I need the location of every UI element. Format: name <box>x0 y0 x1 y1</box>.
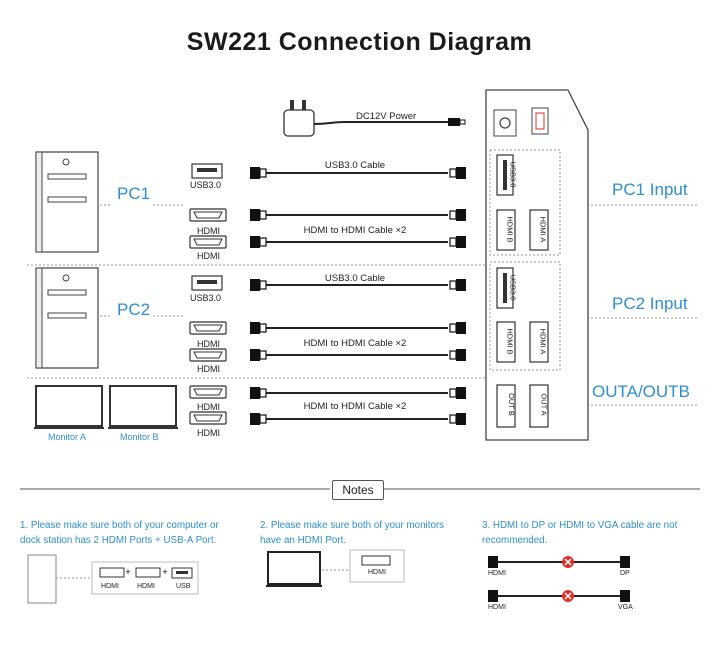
switch-out-b-label: OUT B <box>506 393 516 416</box>
switch-hdmi-b-label-pc2: HDMI B <box>505 328 515 355</box>
note1-usb-label: USB <box>176 583 191 590</box>
switch-hdmi-a-label-pc1: HDMI A <box>538 216 548 243</box>
switch-hdmi-b-label-pc1: HDMI B <box>505 216 515 243</box>
hdmi-cable-label-pc2: HDMI to HDMI Cable ×2 <box>303 338 407 349</box>
note2-hdmi-label: HDMI <box>368 569 386 576</box>
usb-cable-label-pc1: USB3.0 Cable <box>324 160 386 171</box>
switch-out-a-label: OUT A <box>539 393 549 416</box>
note-1-line-1: 1. Please make sure both of your compute… <box>20 520 219 531</box>
note-1-line-2: dock station has 2 HDMI Ports + USB-A Po… <box>20 535 217 546</box>
monitor-hdmi-port-label-1: HDMI <box>197 402 220 412</box>
diagram-title: SW221 Connection Diagram <box>186 28 533 56</box>
monitor-b-label: Monitor B <box>120 432 159 442</box>
monitor-hdmi-port-label-2: HDMI <box>197 428 220 438</box>
note1-hdmi-label-2: HDMI <box>137 583 155 590</box>
pc1-hdmi-port-label-2: HDMI <box>197 251 220 261</box>
note-3-line-1: 3. HDMI to DP or HDMI to VGA cable are n… <box>482 520 678 531</box>
pc2-label: PC2 <box>117 300 151 319</box>
pc1-hdmi-port-label-1: HDMI <box>197 226 220 236</box>
note3-dp-label: DP <box>620 570 630 577</box>
pc1-usb-port-label: USB3.0 <box>190 180 222 190</box>
note3-hdmi-label-1: HDMI <box>488 570 506 577</box>
note3-vga-label: VGA <box>618 604 633 611</box>
svg-text:+: + <box>125 567 130 577</box>
hdmi-cable-label-pc1: HDMI to HDMI Cable ×2 <box>303 225 407 236</box>
notes-title: Notes <box>332 480 384 500</box>
note1-hdmi-label-1: HDMI <box>101 583 119 590</box>
monitor-a-label: Monitor A <box>48 432 87 442</box>
note3-hdmi-label-2: HDMI <box>488 604 506 611</box>
note-2-line-1: 2. Please make sure both of your monitor… <box>260 520 445 531</box>
pc2-input-label: PC2 Input <box>612 294 688 313</box>
switch-hdmi-a-label-pc2: HDMI A <box>538 328 548 355</box>
pc2-hdmi-port-label-1: HDMI <box>197 339 220 349</box>
switch-usb-label-pc1: USB3.0 <box>508 161 518 188</box>
power-label: DC12V Power <box>356 111 417 122</box>
svg-text:+: + <box>162 567 167 577</box>
output-label: OUTA/OUTB <box>592 382 690 401</box>
note-2-line-2: have an HDMI Port. <box>260 535 347 546</box>
usb-cable-label-pc2: USB3.0 Cable <box>324 273 386 284</box>
pc2-hdmi-port-label-2: HDMI <box>197 364 220 374</box>
pc1-input-label: PC1 Input <box>612 180 688 199</box>
note-3-line-2: recommended. <box>482 535 548 546</box>
switch-usb-label-pc2: USB3.0 <box>508 274 518 301</box>
pc1-label: PC1 <box>117 184 151 203</box>
hdmi-cable-label-monitors: HDMI to HDMI Cable ×2 <box>303 401 407 412</box>
pc2-usb-port-label: USB3.0 <box>190 293 222 303</box>
